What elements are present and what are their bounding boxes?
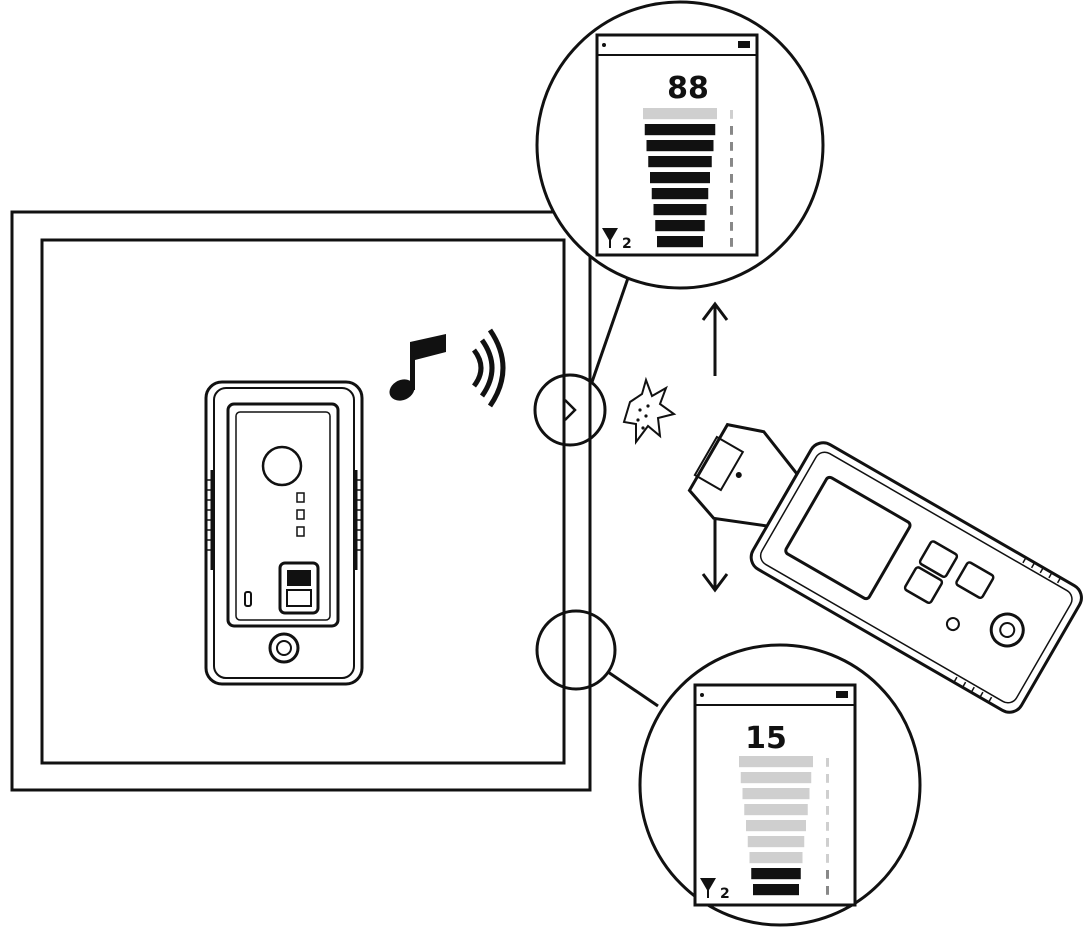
signal-scale-tick bbox=[826, 758, 829, 767]
filter-label: 2 bbox=[622, 236, 632, 252]
signal-scale-tick bbox=[730, 126, 733, 135]
filter-icon bbox=[700, 878, 716, 898]
signal-bar bbox=[646, 140, 714, 152]
signal-bars-bottom bbox=[739, 756, 813, 896]
wall-inner-frame bbox=[40, 238, 566, 765]
signal-scale-tick bbox=[730, 222, 733, 231]
signal-bar bbox=[657, 236, 703, 248]
signal-scale-tick bbox=[826, 838, 829, 847]
signal-bar bbox=[746, 820, 806, 832]
arrow-down-icon bbox=[701, 520, 729, 593]
signal-bar bbox=[740, 772, 812, 784]
signal-bar bbox=[744, 804, 808, 816]
transmitter-device bbox=[204, 380, 364, 686]
filter-label: 2 bbox=[720, 886, 730, 902]
signal-scale-tick bbox=[730, 158, 733, 167]
signal-scale-tick bbox=[826, 790, 829, 799]
signal-bar bbox=[651, 188, 709, 200]
signal-bars-top bbox=[643, 108, 717, 248]
signal-scale-tick bbox=[826, 870, 829, 879]
signal-scale-tick bbox=[730, 206, 733, 215]
battery-icon bbox=[738, 41, 750, 48]
arrow-up-icon bbox=[701, 301, 729, 376]
signal-bar bbox=[648, 156, 712, 168]
signal-scale-tick bbox=[826, 774, 829, 783]
signal-scale-tick bbox=[826, 806, 829, 815]
callout-line-top bbox=[590, 277, 630, 383]
zoom-display-top: 88 2 bbox=[535, 0, 825, 290]
signal-bar bbox=[739, 756, 813, 768]
transmitter-power-button bbox=[268, 632, 300, 664]
signal-scale-tick bbox=[826, 886, 829, 895]
transmitter-speaker-icon bbox=[261, 445, 303, 487]
signal-bar bbox=[749, 852, 803, 864]
music-note-icon bbox=[389, 334, 446, 401]
zoom-display-bottom: 15 2 bbox=[638, 643, 922, 927]
signal-scale-tick bbox=[730, 174, 733, 183]
receiver-device bbox=[687, 422, 1083, 714]
detection-point-bottom bbox=[535, 609, 617, 691]
display-reading: 15 bbox=[745, 721, 787, 756]
signal-scale-tick bbox=[730, 142, 733, 151]
wall-outer-frame bbox=[10, 210, 592, 792]
signal-bar bbox=[650, 172, 710, 184]
speaker-status-icon bbox=[700, 693, 704, 697]
signal-bar bbox=[655, 220, 705, 232]
signal-scale-tick bbox=[826, 822, 829, 831]
battery-icon bbox=[836, 691, 848, 698]
detection-point-top bbox=[533, 373, 607, 447]
filter-icon bbox=[602, 228, 618, 248]
signal-scale-tick bbox=[826, 854, 829, 863]
signal-bar bbox=[653, 204, 707, 216]
signal-bar bbox=[644, 124, 716, 136]
signal-bar bbox=[643, 108, 717, 120]
signal-scale-tick bbox=[730, 238, 733, 247]
display-reading: 88 bbox=[667, 71, 709, 106]
receiver-power-button bbox=[989, 612, 1025, 648]
receiver-screen bbox=[784, 475, 912, 601]
signal-scale-top bbox=[730, 110, 733, 247]
signal-spark-icon bbox=[622, 376, 677, 445]
callout-line-bottom bbox=[607, 670, 659, 708]
signal-bar bbox=[751, 868, 801, 880]
signal-scale-bottom bbox=[826, 758, 829, 895]
signal-bar bbox=[753, 884, 799, 896]
sound-waves-icon bbox=[471, 328, 506, 408]
speaker-status-icon bbox=[602, 43, 606, 47]
signal-scale-tick bbox=[730, 190, 733, 199]
signal-bar bbox=[747, 836, 805, 848]
signal-bar bbox=[742, 788, 810, 800]
signal-scale-tick bbox=[730, 110, 733, 119]
